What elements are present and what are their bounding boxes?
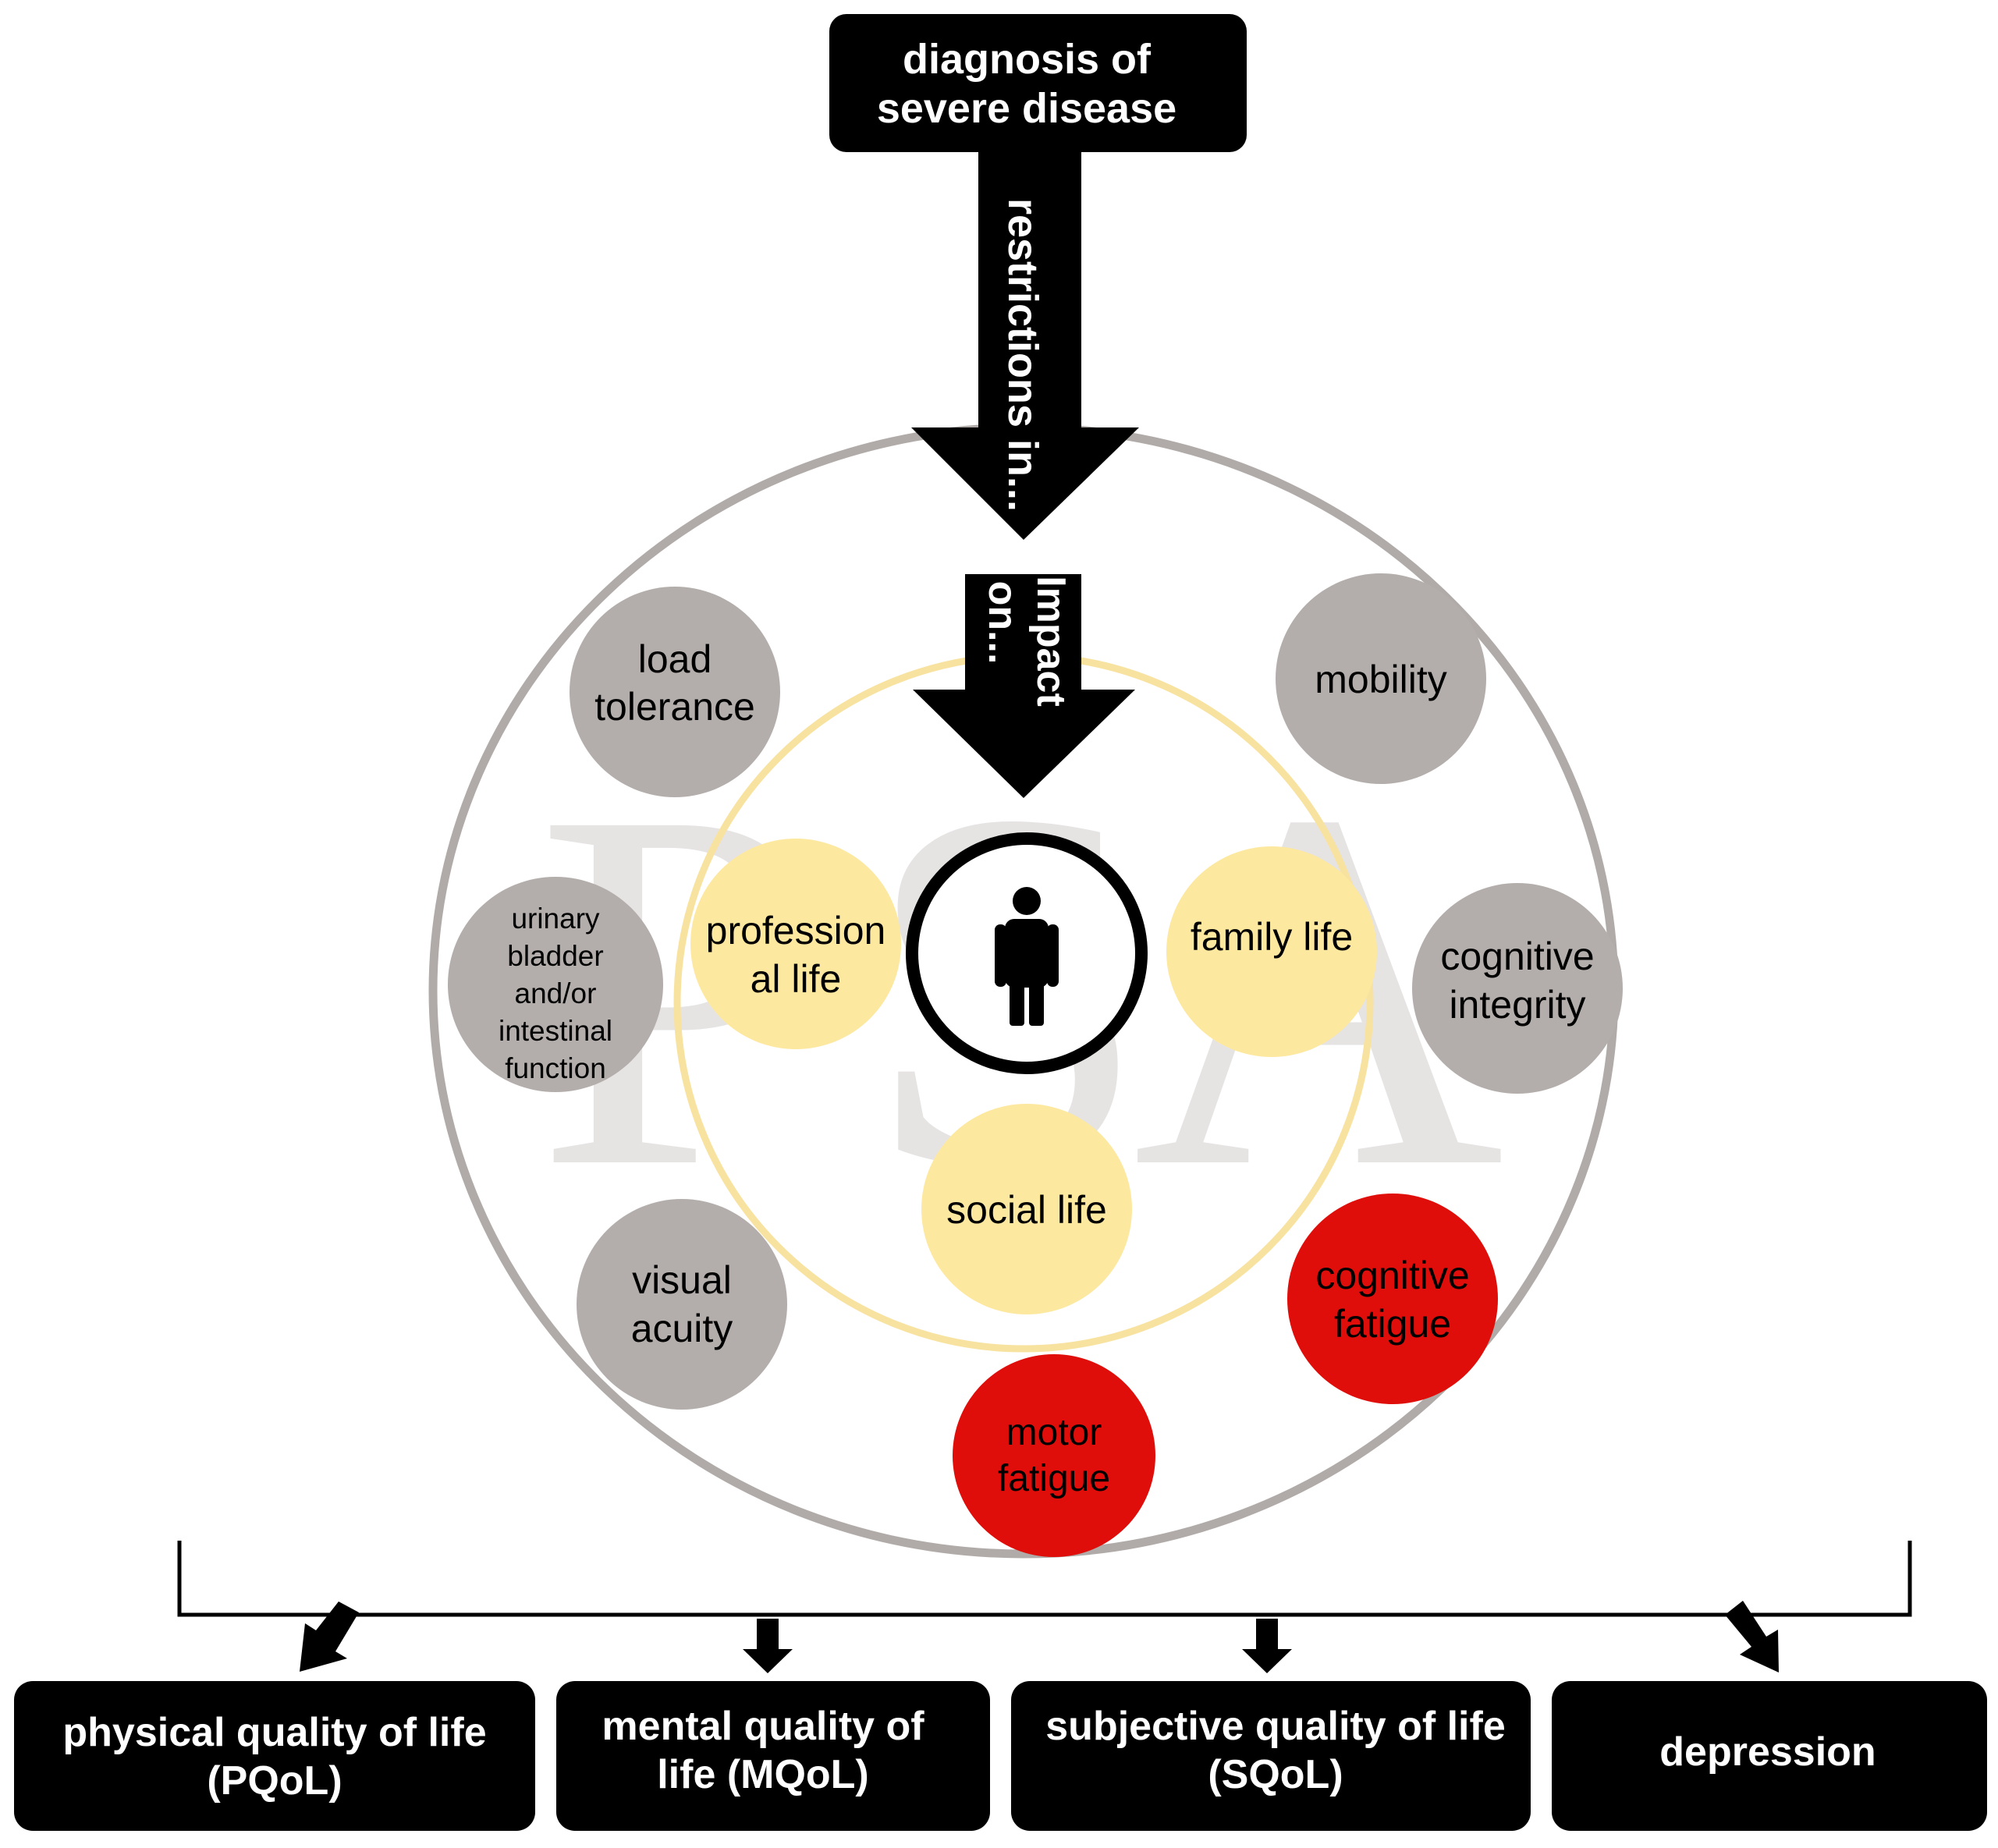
impact-arrow (913, 574, 1135, 798)
circle-label: social life (946, 1188, 1107, 1232)
circle-label: urinary (511, 903, 600, 935)
circle-label: load (638, 637, 712, 681)
restriction-circle-load-tolerance: load tolerance (570, 587, 780, 797)
circle-label: bladder (507, 940, 603, 972)
outcome-bracket (177, 1541, 1912, 1617)
outcome-label: (SQoL) (1208, 1752, 1343, 1797)
person-icon (995, 887, 1059, 1026)
circle-label: function (505, 1052, 606, 1084)
circle-label: mobility (1315, 658, 1446, 701)
outcome-label: subjective quality of life (1045, 1704, 1505, 1749)
outcome-box-pqol: physical quality of life (PQoL) (14, 1681, 535, 1831)
circle-label: visual (632, 1258, 732, 1302)
restriction-circle-mobility: mobility (1276, 573, 1486, 784)
outcome-arrow-pqol (300, 1601, 359, 1672)
restriction-circle-cognitive-fatigue: cognitive fatigue (1287, 1194, 1498, 1404)
circle-label: al life (751, 957, 842, 1001)
circle-label: integrity (1449, 983, 1585, 1027)
restrictions-arrow-label: restrictions in... (999, 198, 1046, 512)
impact-arrow-label-1: Impact (1028, 576, 1074, 707)
circle-label: and/or (515, 977, 597, 1009)
diagnosis-line-1: diagnosis of (903, 36, 1152, 83)
outcome-label: life (MQoL) (657, 1752, 869, 1797)
circle-label: intestinal (499, 1015, 612, 1047)
circle-label: cognitive (1315, 1254, 1469, 1297)
diagnosis-box (829, 14, 1247, 152)
outcome-arrow-sqol (1242, 1619, 1292, 1673)
outcome-arrow-depression (1725, 1601, 1779, 1672)
outcome-box-depression: depression (1552, 1681, 1987, 1831)
restriction-circle-cognitive-integrity: cognitive integrity (1412, 883, 1623, 1094)
circle-label: cognitive (1440, 935, 1594, 978)
circle-label: fatigue (1334, 1302, 1451, 1346)
circle-label: acuity (631, 1307, 733, 1350)
outcome-box-sqol: subjective quality of life (SQoL) (1011, 1681, 1531, 1831)
outcome-label: physical quality of life (62, 1710, 486, 1755)
impact-circle-social-life: social life (921, 1104, 1132, 1314)
impact-arrow-label-2: on... (980, 581, 1025, 665)
restriction-circle-urinary-bladder: urinary bladder and/or intestinal functi… (448, 877, 663, 1092)
circle-label: profession (706, 909, 886, 952)
restriction-circle-visual-acuity: visual acuity (577, 1199, 787, 1410)
outcome-label: depression (1659, 1729, 1876, 1775)
circle-label: motor (1006, 1412, 1102, 1453)
diagnosis-line-2: severe disease (877, 85, 1176, 132)
restrictions-arrow (911, 152, 1139, 540)
outcome-arrow-mqol (743, 1619, 793, 1673)
restriction-circle-motor-fatigue: motor fatigue (953, 1354, 1155, 1557)
center-person (906, 832, 1148, 1074)
circle-label: fatigue (998, 1458, 1110, 1499)
outcome-box-mqol: mental quality of life (MQoL) (556, 1681, 990, 1831)
impact-circle-family-life: family life (1166, 846, 1377, 1057)
impact-circle-professional-life: profession al life (690, 839, 901, 1049)
circle-label: tolerance (594, 685, 755, 729)
circle-label: family life (1191, 915, 1353, 959)
outcome-label: (PQoL) (207, 1758, 342, 1804)
outcome-label: mental quality of (602, 1704, 924, 1749)
